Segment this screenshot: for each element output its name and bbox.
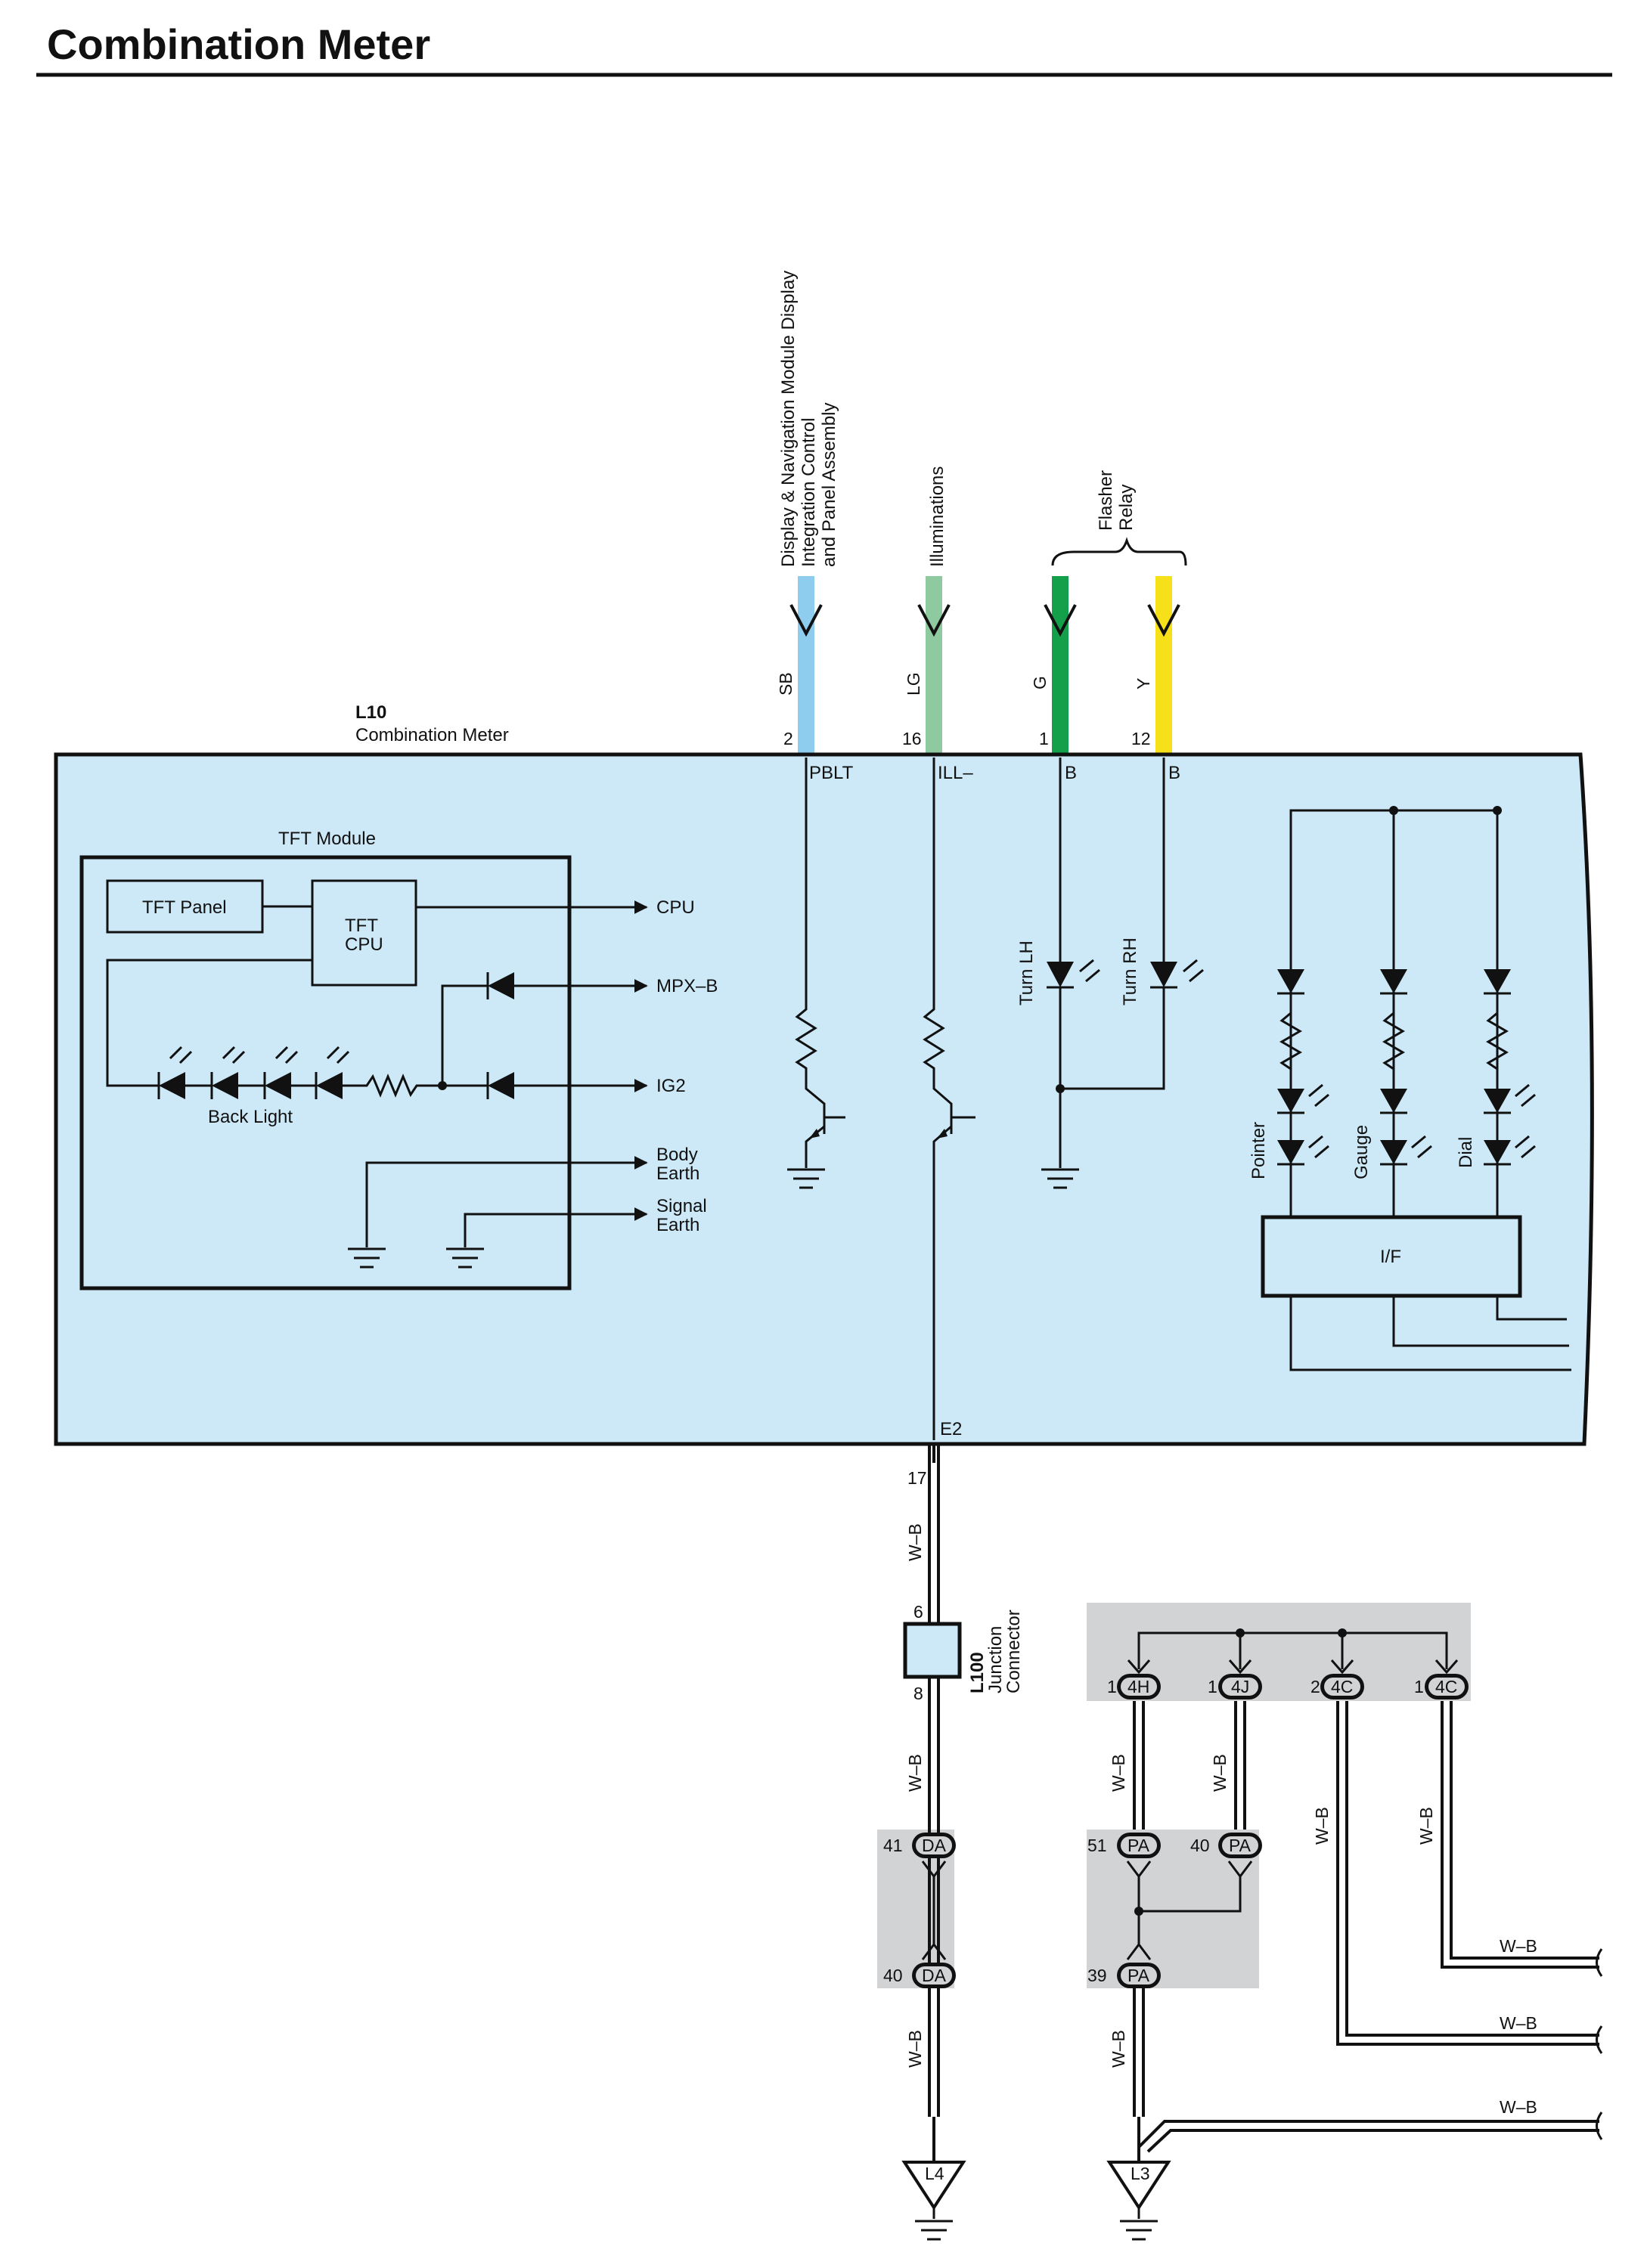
combination-meter-body <box>54 752 1594 1446</box>
svg-text:Earth: Earth <box>656 1215 699 1235</box>
wire-wb-4c-b: W–B <box>1416 1807 1436 1845</box>
c4c-b-code: 4C <box>1435 1677 1457 1696</box>
turn-signal-leds <box>1041 758 1204 1189</box>
svg-text:Earth: Earth <box>656 1163 699 1184</box>
pa-bottom-pin: 39 <box>1087 1966 1107 1985</box>
wire-color-g: G <box>1030 676 1050 689</box>
svg-text:Flasher: Flasher <box>1096 470 1116 531</box>
da-top-code: DA <box>922 1836 947 1855</box>
wire-wb-right-1: W–B <box>1500 1936 1537 1956</box>
c4j-code: 4J <box>1231 1677 1249 1696</box>
interface-block: I/F <box>1380 1247 1401 1267</box>
terminal-ill: ILL– <box>938 763 973 783</box>
wire-wb-4j: W–B <box>1210 1754 1230 1792</box>
l100-id: L100 <box>967 1652 988 1693</box>
svg-text:and Panel Assembly: and Panel Assembly <box>819 403 839 567</box>
pin-2: 2 <box>783 729 793 748</box>
terminal-b-rh: B <box>1168 763 1180 783</box>
c4h-code: 4H <box>1127 1677 1149 1696</box>
wire-wb-2: W–B <box>905 1754 925 1792</box>
da-top-pin: 41 <box>883 1836 903 1855</box>
wire-color-y: Y <box>1134 678 1153 689</box>
wire-g <box>1044 576 1077 758</box>
wire-wb-4c-a: W–B <box>1312 1807 1332 1845</box>
display-navigation-label: Display & Navigation Module Display Inte… <box>778 271 839 567</box>
svg-text:Relay: Relay <box>1116 485 1137 531</box>
ground-l4: L4 <box>925 2164 944 2183</box>
c4c-b-pin: 1 <box>1414 1677 1424 1696</box>
body-earth-label: Body <box>656 1145 698 1165</box>
flasher-relay-label: Flasher Relay <box>1051 470 1187 566</box>
terminal-e2: E2 <box>940 1419 962 1439</box>
l100-name: Junction <box>985 1626 1006 1693</box>
wire-color-sb: SB <box>776 672 796 696</box>
wire-color-lg: LG <box>904 672 923 696</box>
wire-wb-pa: W–B <box>1109 2030 1128 2068</box>
gauge-label: Gauge <box>1351 1125 1372 1179</box>
component-name: Combination Meter <box>355 725 509 745</box>
da-bottom-pin: 40 <box>883 1966 903 1985</box>
l100-pin-in: 6 <box>913 1602 923 1622</box>
turn-lh-label: Turn LH <box>1016 940 1037 1005</box>
ground-branch-l3 <box>1087 1603 1603 2241</box>
c4j-pin: 1 <box>1208 1677 1217 1696</box>
back-light-resistor <box>343 1074 442 1098</box>
illuminations-label: Illuminations <box>927 466 948 567</box>
ill-circuit <box>923 758 975 1463</box>
indicator-led-circuits <box>1261 806 1571 1371</box>
back-light-label: Back Light <box>208 1107 293 1127</box>
wire-y <box>1147 576 1180 758</box>
pin-16: 16 <box>902 729 922 748</box>
component-id: L10 <box>355 702 386 723</box>
pa-left-code: PA <box>1127 1836 1150 1855</box>
pin-17: 17 <box>907 1468 927 1488</box>
output-mpx-b: MPX–B <box>656 976 718 996</box>
da-bottom-code: DA <box>922 1966 947 1985</box>
pa-left-pin: 51 <box>1087 1836 1107 1855</box>
pa-bottom-code: PA <box>1127 1966 1150 1985</box>
tft-cpu: TFT <box>345 916 378 936</box>
c4c-a-code: 4C <box>1331 1677 1353 1696</box>
output-ig2: IG2 <box>656 1076 686 1096</box>
wire-wb-4h: W–B <box>1109 1754 1128 1792</box>
l100-pin-out: 8 <box>913 1684 923 1703</box>
wire-wb-1: W–B <box>905 1523 925 1561</box>
wire-sb <box>789 576 823 758</box>
terminal-b-lh: B <box>1065 763 1077 783</box>
turn-rh-label: Turn RH <box>1120 937 1140 1005</box>
wire-wb-right-3: W–B <box>1500 2097 1537 2117</box>
page-title: Combination Meter <box>47 20 430 68</box>
wire-lg <box>917 576 951 758</box>
pblt-circuit <box>787 758 845 1189</box>
pa-right-code: PA <box>1229 1836 1252 1855</box>
wire-wb-right-2: W–B <box>1500 2013 1537 2033</box>
svg-text:Connector: Connector <box>1003 1610 1024 1693</box>
tft-module: TFT Module TFT Panel TFT CPU CPU Back Li… <box>79 829 718 1290</box>
svg-text:TFT Module: TFT Module <box>278 829 376 849</box>
signal-earth-label: Signal <box>656 1196 707 1216</box>
wire-wb-3: W–B <box>905 2030 925 2068</box>
back-light-leds <box>157 1046 350 1099</box>
c4c-a-pin: 2 <box>1310 1677 1320 1696</box>
svg-text:CPU: CPU <box>345 934 383 955</box>
pa-right-pin: 40 <box>1190 1836 1210 1855</box>
dial-label: Dial <box>1456 1137 1476 1168</box>
output-cpu: CPU <box>656 897 695 918</box>
pointer-label: Pointer <box>1248 1122 1269 1179</box>
ground-l3: L3 <box>1131 2164 1150 2183</box>
svg-text:Integration Control: Integration Control <box>799 418 819 567</box>
tft-panel: TFT Panel <box>142 897 227 918</box>
c4h-pin: 1 <box>1107 1677 1117 1696</box>
svg-text:Display & Navigation Module Di: Display & Navigation Module Display <box>778 271 799 567</box>
pin-12: 12 <box>1131 729 1151 748</box>
terminal-pblt: PBLT <box>809 763 854 783</box>
pin-1: 1 <box>1039 729 1049 748</box>
ground-branch-l4 <box>877 1444 966 2241</box>
